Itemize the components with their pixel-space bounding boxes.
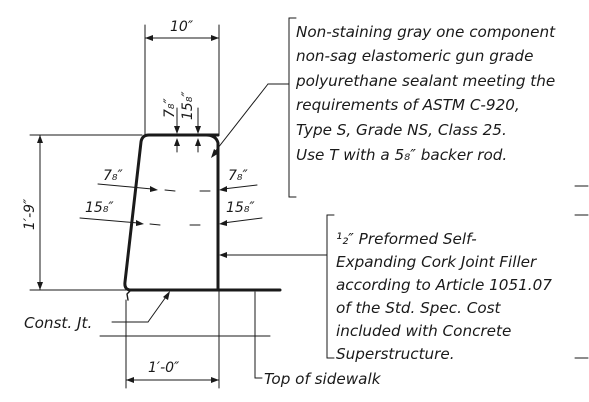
sealant-line-3: polyurethane sealant meeting the: [295, 72, 555, 90]
curb-right-outline: [204, 133, 220, 292]
sealant-line-5: Type S, Grade NS, Class 25.: [296, 121, 507, 139]
left-upper-label: 7₈″: [103, 168, 124, 184]
filler-line-4: of the Std. Spec. Cost: [336, 299, 502, 317]
construction-joint: Const. Jt.: [24, 291, 271, 337]
curb-left-outline: [123, 133, 282, 292]
filler-line-1: ¹₂″ Preformed Self-: [336, 230, 477, 248]
sealant-line-6: Use T with a 5₈″ backer rod.: [296, 146, 507, 164]
sealant-line-4: requirements of ASTM C-920,: [296, 96, 520, 114]
top-width-dimension: 10″: [144, 19, 220, 136]
filler-line-6: Superstructure.: [336, 345, 455, 363]
const-jt-label: Const. Jt.: [24, 314, 92, 332]
right-lower-label: 15₈″: [226, 200, 255, 216]
top-width-label: 10″: [170, 19, 194, 35]
sealant-note: Non-staining gray one component non-sag …: [211, 17, 589, 198]
filler-line-3: according to Article 1051.07: [336, 276, 552, 294]
height-dimension: 1′-9″: [22, 134, 143, 291]
left-lower-label: 15₈″: [85, 200, 114, 216]
sealant-line-1: Non-staining gray one component: [296, 23, 556, 41]
height-label: 1′-9″: [22, 198, 38, 230]
side-callouts: 7₈″ 7₈″ 15₈″ 15₈″: [79, 168, 263, 226]
filler-note: ¹₂″ Preformed Self- Expanding Cork Joint…: [219, 214, 589, 363]
right-upper-label: 7₈″: [228, 168, 249, 184]
joint-top-callouts: 7₈″ 15₈″: [162, 91, 201, 153]
bottom-width-dimension: 1′-0″: [125, 289, 220, 389]
curb-section-outline: [123, 133, 282, 301]
joint-top-right-label: 15₈″: [180, 91, 196, 120]
sealant-line-2: non-sag elastomeric gun grade: [296, 47, 533, 65]
joint-top-left-label: 7₈″: [162, 97, 178, 118]
filler-line-2: Expanding Cork Joint Filler: [336, 253, 538, 271]
top-of-sidewalk-leader: Top of sidewalk: [254, 291, 382, 388]
curb-toe: [126, 289, 132, 301]
filler-line-5: included with Concrete: [336, 322, 511, 340]
bottom-width-label: 1′-0″: [148, 360, 180, 376]
top-of-sidewalk-label: Top of sidewalk: [264, 370, 382, 388]
